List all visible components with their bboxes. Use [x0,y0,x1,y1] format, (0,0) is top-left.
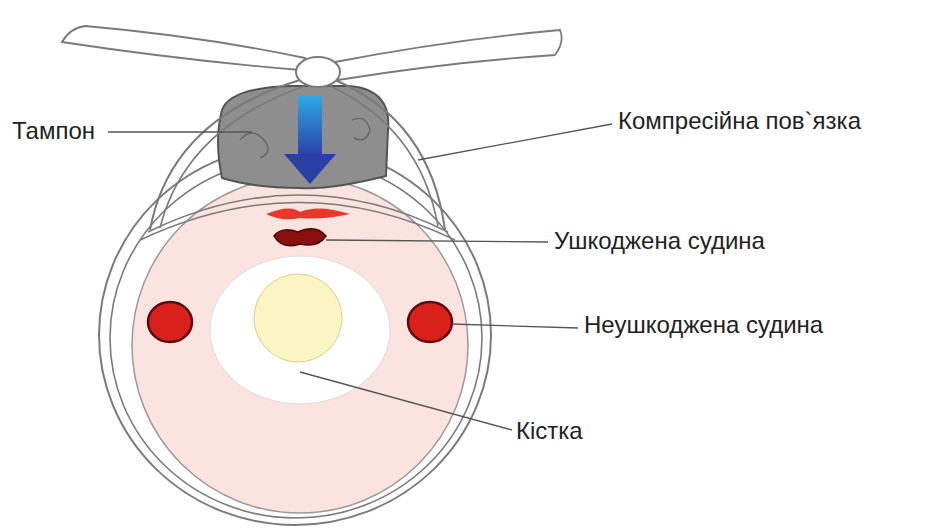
label: Компресійна пов`язка [618,108,861,134]
intact-vessel [148,302,192,342]
bandage-knot [296,57,340,87]
bone-marrow [254,274,342,362]
bandage-inner [110,158,482,518]
bleeding [266,208,350,219]
bandage-tail [62,26,305,70]
intact-vessel [408,302,452,342]
leader-line [452,324,578,328]
tampon [218,86,388,188]
leader-line [108,131,252,132]
bandage-tail [335,30,562,80]
pressure-arrow [284,154,336,184]
label: Неушкоджена судина [584,312,823,338]
label: Ушкоджена судина [554,228,765,254]
label: Тампон [12,118,95,144]
limb-tissue [132,177,468,513]
label: Кістка [516,418,583,444]
leader-line [418,124,612,160]
damaged-vessel [274,229,326,246]
leader-line [300,372,512,430]
leader-line [326,240,548,242]
bone-cortex [210,256,390,404]
